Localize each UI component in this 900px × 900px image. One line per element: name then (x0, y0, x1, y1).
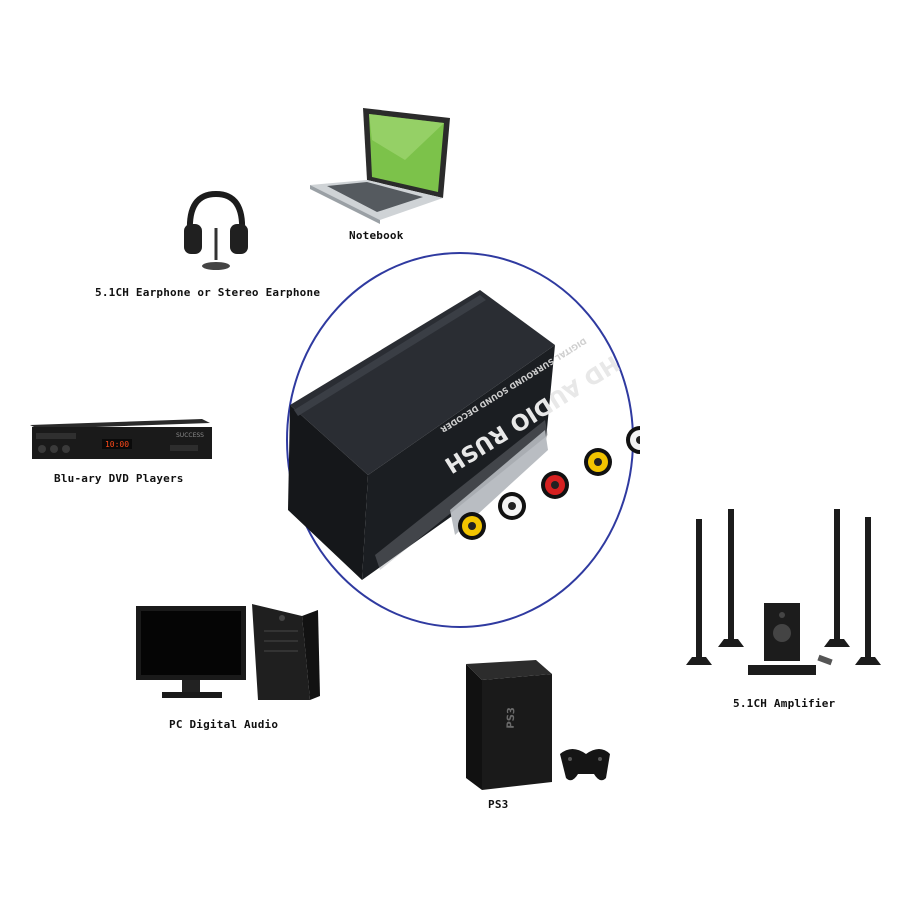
dvd-brand-text: SUCCESS (176, 432, 204, 439)
notebook-illustration (310, 108, 450, 224)
speaker-tower-4 (865, 517, 871, 657)
speaker-tower-2 (728, 509, 734, 639)
center-speaker (748, 665, 816, 675)
rca-jacks (458, 426, 640, 540)
dvd-display-text: 10:00 (105, 440, 129, 449)
dvd-label: Blu-ary DVD Players (54, 472, 184, 485)
left-earcup (184, 224, 202, 254)
dvd-player-illustration: 10:00 SUCCESS (30, 419, 212, 459)
ps3-console (466, 664, 482, 790)
pc-label: PC Digital Audio (169, 718, 279, 731)
right-earcup (230, 224, 248, 254)
audio-decoder-device: HD AUDIO RUSH DIGITAL SURROUND SOUND DEC… (288, 290, 640, 580)
center-device-illustration: HD AUDIO RUSH DIGITAL SURROUND SOUND DEC… (286, 252, 640, 628)
earphone-label: 5.1CH Earphone or Stereo Earphone (95, 286, 321, 299)
ps3-logo-text: PS3 (506, 707, 518, 729)
speaker-tower-3 (834, 509, 840, 639)
ps3-label: PS3 (488, 798, 509, 811)
amplifier-label: 5.1CH Amplifier (733, 697, 836, 710)
speaker-tower-1 (696, 519, 702, 659)
pc-illustration (136, 604, 320, 700)
game-controller (560, 749, 610, 781)
ps3-illustration: PS3 (466, 660, 610, 790)
headphones-illustration (184, 190, 248, 270)
speaker-system-illustration (686, 509, 881, 675)
rca-jack-5 (630, 430, 640, 450)
notebook-label: Notebook (349, 229, 404, 242)
